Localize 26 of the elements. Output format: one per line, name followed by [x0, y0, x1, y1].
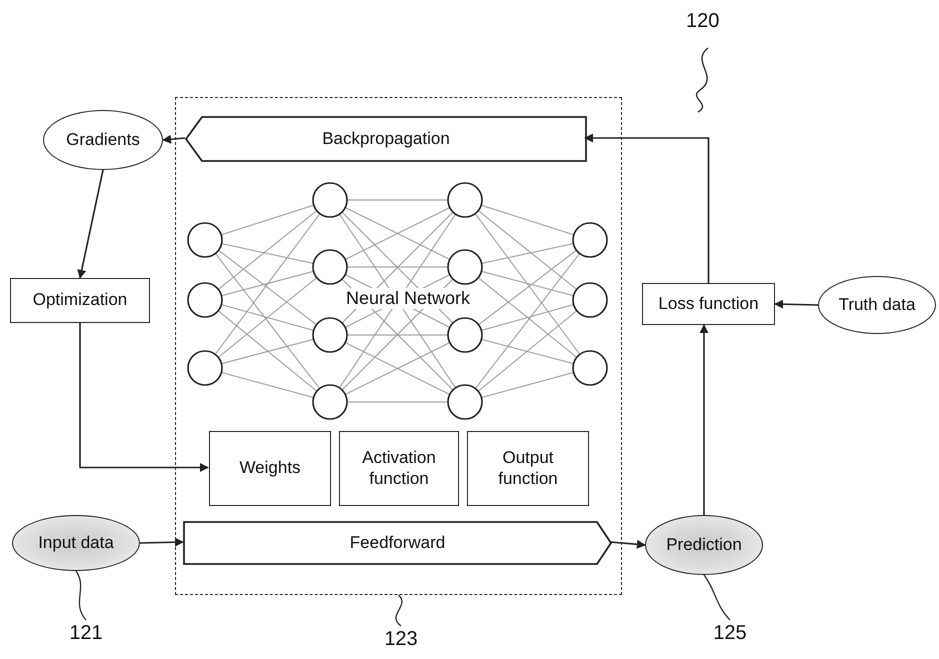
- arrow: [584, 134, 710, 283]
- leader-line: [75, 570, 86, 620]
- ellipse-node: Truth data: [818, 276, 936, 334]
- leader-line: [395, 594, 402, 626]
- callout-number: 121: [66, 620, 106, 646]
- arrow: [79, 323, 209, 472]
- process-box: Activation function: [339, 431, 459, 506]
- arrow: [774, 300, 818, 309]
- callout-number: 125: [710, 620, 750, 646]
- arrow: [77, 170, 104, 279]
- network-label: Neural Network: [344, 288, 472, 309]
- ellipse-node: Prediction: [645, 515, 763, 575]
- ellipse-node: Gradients: [43, 110, 163, 170]
- process-box: Loss function: [642, 283, 775, 325]
- arrow: [140, 538, 184, 547]
- process-box: Output function: [467, 431, 589, 506]
- ellipse-node: Input data: [12, 515, 140, 571]
- dashed-frame: [175, 97, 622, 595]
- arrow: [610, 540, 646, 549]
- arrow: [700, 324, 708, 515]
- arrow: [162, 134, 186, 144]
- process-box: Weights: [209, 431, 331, 506]
- leader-line: [704, 574, 730, 620]
- callout-number: 123: [381, 626, 421, 652]
- figure-number: 120: [685, 10, 720, 33]
- process-box: Optimization: [10, 278, 150, 323]
